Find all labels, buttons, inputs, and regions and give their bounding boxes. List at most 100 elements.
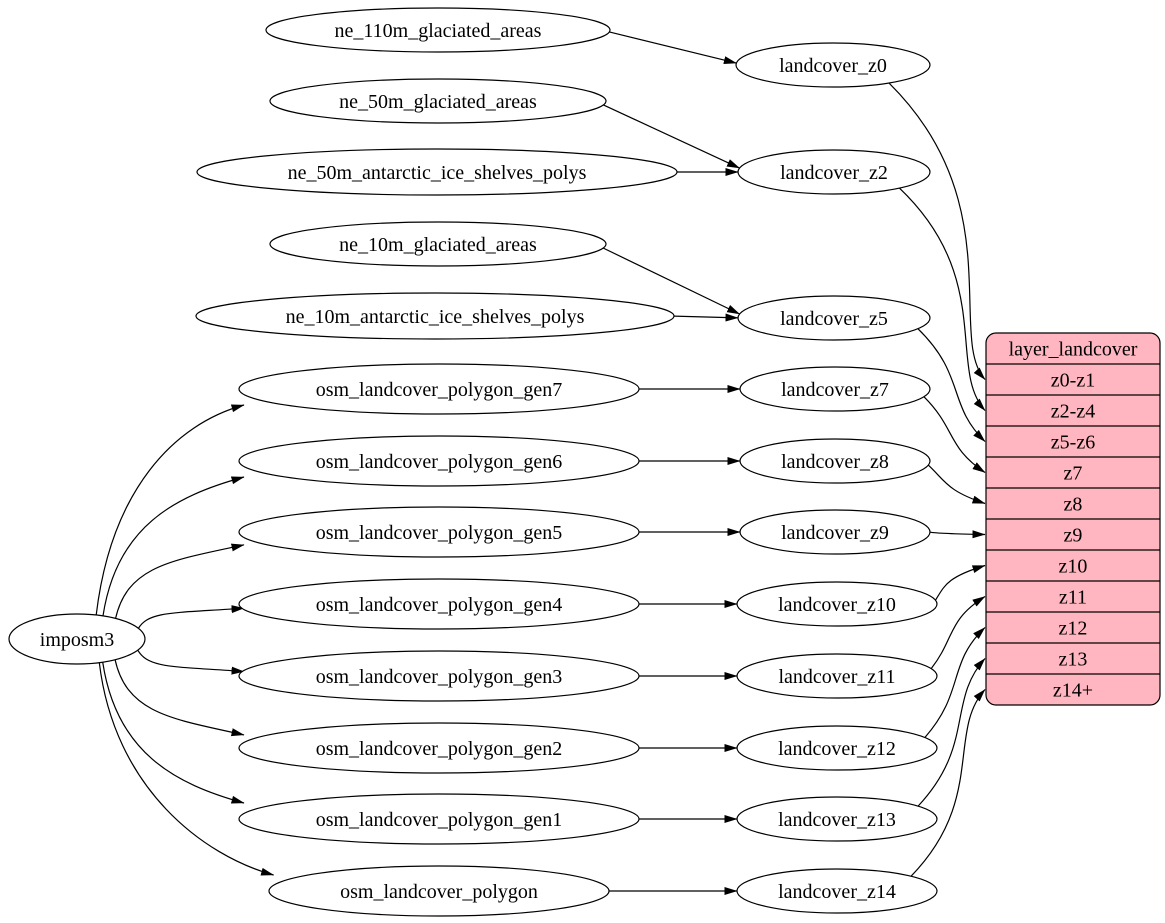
edge-landcover_z11-to-z11	[930, 595, 986, 669]
edge-imposm3-to-osm_landcover_polygon_gen3	[137, 649, 245, 675]
node-ne_50m_glaciated_areas: ne_50m_glaciated_areas	[269, 78, 607, 124]
node-label-imposm3: imposm3	[40, 629, 114, 651]
node-osm_landcover_polygon_gen5: osm_landcover_polygon_gen5	[238, 506, 640, 558]
edge-ne_50m_glaciated_areas-to-landcover_z2	[603, 104, 740, 169]
node-ne_10m_glaciated_areas: ne_10m_glaciated_areas	[269, 221, 607, 267]
node-label-osm_landcover_polygon_gen1: osm_landcover_polygon_gen1	[316, 809, 563, 831]
edge-imposm3-to-osm_landcover_polygon_gen4	[137, 605, 245, 629]
node-label-osm_landcover_polygon_gen2: osm_landcover_polygon_gen2	[316, 738, 563, 760]
node-ne_110m_glaciated_areas: ne_110m_glaciated_areas	[265, 7, 611, 53]
node-label-ne_10m_glaciated_areas: ne_10m_glaciated_areas	[339, 234, 537, 256]
node-landcover_z7: landcover_z7	[739, 366, 931, 412]
edge-landcover_z2-to-z2-z4	[898, 187, 986, 411]
node-shape-osm_landcover_polygon_gen3	[238, 650, 640, 702]
edge-imposm3-to-osm_landcover_polygon_gen5	[115, 543, 245, 619]
node-osm_landcover_polygon_gen6: osm_landcover_polygon_gen6	[238, 435, 640, 487]
table-row-z7: z7	[1064, 463, 1083, 485]
node-landcover_z2: landcover_z2	[737, 149, 931, 195]
node-shape-landcover_z13	[736, 796, 938, 842]
node-shape-osm_landcover_polygon	[268, 865, 610, 917]
node-shape-ne_50m_glaciated_areas	[269, 78, 607, 124]
node-shape-landcover_z0	[735, 42, 931, 88]
node-landcover_z8: landcover_z8	[739, 438, 931, 484]
node-landcover_z5: landcover_z5	[737, 295, 931, 341]
table-row-z14+: z14+	[1053, 680, 1093, 702]
node-osm_landcover_polygon_gen7: osm_landcover_polygon_gen7	[238, 363, 640, 415]
node-shape-landcover_z8	[739, 438, 931, 484]
table-row-z8: z8	[1064, 494, 1083, 516]
node-ne_50m_antarctic_ice_shelves_polys: ne_50m_antarctic_ice_shelves_polys	[196, 148, 678, 196]
node-label-landcover_z0: landcover_z0	[779, 55, 887, 77]
node-shape-ne_10m_glaciated_areas	[269, 221, 607, 267]
node-label-landcover_z11: landcover_z11	[779, 666, 896, 688]
edge-imposm3-to-osm_landcover_polygon_gen6	[102, 476, 245, 616]
node-shape-landcover_z14	[736, 868, 938, 914]
node-label-ne_110m_glaciated_areas: ne_110m_glaciated_areas	[335, 20, 542, 42]
node-osm_landcover_polygon_gen3: osm_landcover_polygon_gen3	[238, 650, 640, 702]
node-osm_landcover_polygon_gen1: osm_landcover_polygon_gen1	[238, 793, 640, 845]
node-label-osm_landcover_polygon_gen6: osm_landcover_polygon_gen6	[316, 451, 563, 473]
node-osm_landcover_polygon_gen4: osm_landcover_polygon_gen4	[238, 578, 640, 630]
edge-imposm3-to-osm_landcover_polygon_gen2	[114, 659, 245, 737]
node-shape-osm_landcover_polygon_gen4	[238, 578, 640, 630]
table-row-z0-z1: z0-z1	[1051, 370, 1095, 392]
node-landcover_z14: landcover_z14	[736, 868, 938, 914]
table-row-z12: z12	[1059, 618, 1088, 640]
node-label-landcover_z10: landcover_z10	[778, 594, 896, 616]
node-shape-imposm3	[8, 613, 146, 665]
edge-ne_10m_antarctic_ice_shelves_polys-to-landcover_z5	[673, 313, 739, 322]
node-label-landcover_z13: landcover_z13	[778, 809, 896, 831]
node-ne_10m_antarctic_ice_shelves_polys: ne_10m_antarctic_ice_shelves_polys	[195, 292, 675, 340]
node-imposm3: imposm3	[8, 613, 146, 665]
node-shape-ne_110m_glaciated_areas	[265, 7, 611, 53]
edge-landcover_z9-to-z9	[929, 530, 986, 539]
node-label-osm_landcover_polygon_gen5: osm_landcover_polygon_gen5	[316, 522, 563, 544]
node-shape-ne_50m_antarctic_ice_shelves_polys	[196, 148, 678, 196]
node-label-landcover_z12: landcover_z12	[778, 738, 896, 760]
edge-imposm3-to-osm_landcover_polygon_gen7	[95, 404, 245, 616]
node-landcover_z11: landcover_z11	[736, 653, 938, 699]
node-shape-osm_landcover_polygon_gen5	[238, 506, 640, 558]
node-label-landcover_z14: landcover_z14	[778, 881, 896, 903]
edge-ne_110m_glaciated_areas-to-landcover_z0	[609, 31, 737, 65]
node-landcover_z13: landcover_z13	[736, 796, 938, 842]
edge-landcover_z10-to-z10	[934, 564, 986, 601]
table-row-z13: z13	[1059, 649, 1088, 671]
node-label-ne_50m_glaciated_areas: ne_50m_glaciated_areas	[339, 91, 537, 113]
node-shape-landcover_z9	[739, 509, 931, 555]
node-osm_landcover_polygon_gen2: osm_landcover_polygon_gen2	[238, 722, 640, 774]
table-row-z5-z6: z5-z6	[1051, 432, 1095, 454]
node-label-osm_landcover_polygon: osm_landcover_polygon	[340, 881, 538, 903]
edge-landcover_z5-to-z5-z6	[917, 328, 986, 442]
table-row-z2-z4: z2-z4	[1051, 401, 1095, 423]
node-label-ne_10m_antarctic_ice_shelves_polys: ne_10m_antarctic_ice_shelves_polys	[286, 306, 585, 328]
node-label-osm_landcover_polygon_gen4: osm_landcover_polygon_gen4	[316, 594, 563, 616]
edge-imposm3-to-osm_landcover_polygon_gen1	[102, 662, 245, 804]
node-label-landcover_z8: landcover_z8	[781, 451, 889, 473]
node-shape-landcover_z11	[736, 653, 938, 699]
node-shape-landcover_z10	[736, 581, 938, 627]
node-shape-osm_landcover_polygon_gen6	[238, 435, 640, 487]
node-shape-osm_landcover_polygon_gen2	[238, 722, 640, 774]
edge-landcover_z12-to-z12	[924, 627, 986, 738]
edge-landcover_z0-to-z0-z1	[888, 82, 986, 380]
node-shape-osm_landcover_polygon_gen7	[238, 363, 640, 415]
node-shape-osm_landcover_polygon_gen1	[238, 793, 640, 845]
node-label-osm_landcover_polygon_gen3: osm_landcover_polygon_gen3	[316, 666, 563, 688]
table-row-z10: z10	[1059, 556, 1088, 578]
table-layer_landcover: layer_landcoverz0-z1z2-z4z5-z6z7z8z9z10z…	[985, 332, 1161, 706]
node-label-landcover_z5: landcover_z5	[780, 308, 888, 330]
node-label-landcover_z2: landcover_z2	[780, 162, 888, 184]
node-shape-landcover_z12	[736, 725, 938, 771]
edge-landcover_z7-to-z7	[923, 396, 986, 474]
node-shape-ne_10m_antarctic_ice_shelves_polys	[195, 292, 675, 340]
node-shape-landcover_z7	[739, 366, 931, 412]
node-osm_landcover_polygon: osm_landcover_polygon	[268, 865, 610, 917]
edge-imposm3-to-osm_landcover_polygon	[98, 662, 275, 876]
table-title: layer_landcover	[1009, 339, 1138, 361]
node-landcover_z0: landcover_z0	[735, 42, 931, 88]
node-landcover_z9: landcover_z9	[739, 509, 931, 555]
edge-ne_10m_glaciated_areas-to-landcover_z5	[602, 247, 741, 315]
